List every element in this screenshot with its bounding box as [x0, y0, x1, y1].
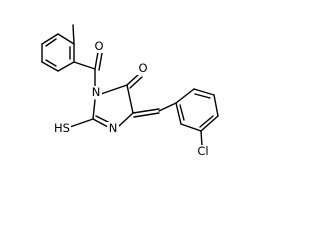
- chlorine-bond: [200, 130, 203, 147]
- bond: [200, 115, 219, 132]
- bond: [41, 33, 59, 45]
- bond: [41, 61, 59, 72]
- bond: [126, 84, 134, 114]
- benzylidene-bond: [158, 102, 177, 112]
- bond: [180, 123, 202, 132]
- ring-carbonyl-double-bond: [126, 73, 140, 86]
- exocyclic-double-bond: [132, 108, 160, 114]
- carbonyl-double-bond: [98, 52, 103, 71]
- carbonyl-double-bond: [94, 51, 99, 70]
- chlorine-label: Cl: [197, 144, 208, 158]
- molecule-structure-diagram: O O N N HS Cl: [41, 24, 219, 158]
- bond: [92, 118, 109, 128]
- bond: [175, 88, 195, 104]
- bond: [118, 112, 134, 127]
- bond-double-inner: [179, 104, 185, 121]
- bond-double-inner: [95, 115, 111, 124]
- imidazolidinone-ring: [92, 84, 134, 128]
- oxygen-amide-label: O: [94, 39, 103, 53]
- bond-double-inner: [199, 115, 214, 128]
- bond: [213, 94, 219, 117]
- exocyclic-double-bond: [133, 112, 160, 118]
- methyl-bond: [72, 24, 75, 45]
- ring-carbonyl-double-bond: [129, 76, 143, 89]
- bond: [100, 84, 128, 95]
- bond: [175, 102, 182, 125]
- bond: [57, 61, 75, 72]
- thiol-bond: [69, 118, 94, 128]
- toluoyl-benzene-ring: [41, 33, 75, 72]
- bond: [92, 99, 96, 120]
- bond-double-inner: [194, 93, 211, 99]
- chlorophenyl-ring: [175, 88, 219, 132]
- oxygen-ring-label: O: [138, 61, 147, 75]
- bond: [193, 88, 215, 96]
- nitrogen-acyl-label: N: [92, 85, 101, 99]
- ring-to-carbonyl-bond: [73, 61, 96, 70]
- bond-double-inner: [45, 59, 57, 67]
- thiol-label: HS: [54, 121, 70, 135]
- bond: [57, 33, 75, 45]
- bond-double-inner: [45, 38, 57, 47]
- nitrogen-ring-label: N: [109, 121, 118, 135]
